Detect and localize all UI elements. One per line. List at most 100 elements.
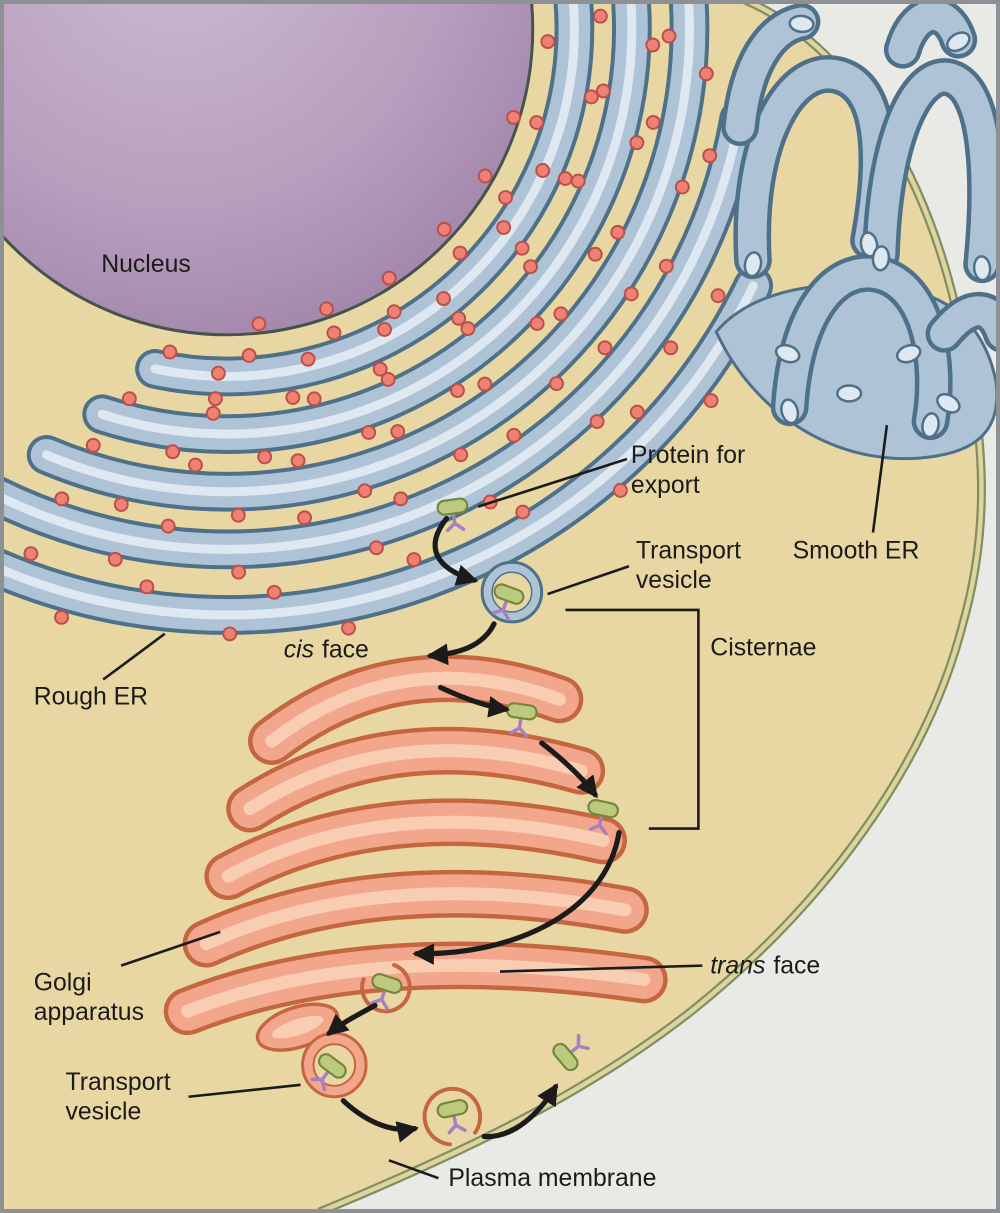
ribosome — [319, 301, 334, 317]
extracellular-region — [326, 4, 996, 1209]
rough-er-lumen — [97, 4, 637, 439]
label-plasma-membrane: Plasma membrane — [448, 1165, 656, 1192]
ribosome — [251, 316, 267, 332]
ribosome — [514, 240, 530, 256]
ribosome — [85, 437, 101, 453]
ribosome — [306, 391, 322, 407]
ribosome — [703, 393, 719, 409]
ribosome — [230, 507, 246, 523]
ribosome — [523, 259, 538, 275]
ribosome — [297, 510, 313, 526]
ribosome — [710, 288, 726, 304]
ribosome — [658, 258, 674, 274]
ribosome — [674, 179, 690, 195]
arrow-vesicle-to-membrane — [340, 1098, 419, 1143]
ribosome — [210, 365, 226, 381]
ribosome — [326, 325, 342, 341]
ribosome — [587, 246, 603, 262]
ribosome — [188, 457, 203, 473]
cisternae-bracket — [565, 608, 700, 830]
label-rough-er: Rough ER — [34, 683, 148, 710]
ribosome — [645, 37, 661, 53]
arrow-to-trans — [412, 829, 622, 965]
pointer-golgi — [120, 930, 221, 967]
ribosome — [595, 83, 611, 99]
ribosome — [553, 306, 569, 322]
ribosome — [515, 504, 531, 520]
rough-er-lumen — [4, 281, 758, 620]
label-transport-vesicle-top-1: Transport — [636, 537, 741, 564]
ribosome — [162, 344, 178, 360]
plasma-membrane — [317, 4, 986, 1209]
rough-er — [4, 4, 774, 635]
ribosome — [583, 89, 599, 105]
smooth-er — [714, 4, 996, 461]
label-transport-vesicle-bottom-2: vesicle — [66, 1099, 142, 1126]
ribosome — [139, 579, 155, 595]
ribosome — [380, 371, 396, 387]
pointer-protein-for-export — [477, 457, 628, 508]
ribosome — [452, 245, 468, 261]
ribosomes — [23, 8, 726, 642]
budding-vesicle — [360, 963, 412, 1014]
ribosome — [506, 427, 522, 443]
ribosome — [698, 66, 714, 82]
ribosome — [477, 376, 493, 392]
pointer-transport-vesicle-top — [547, 565, 630, 596]
ribosome — [377, 321, 392, 337]
label-smooth-er: Smooth ER — [793, 537, 920, 564]
label-protein-for-export-2: export — [631, 472, 700, 499]
arrow-er-to-vesicle — [432, 516, 479, 586]
ribosome — [663, 340, 679, 356]
ribosome — [592, 8, 608, 24]
ribosome — [529, 316, 545, 331]
ribosome — [406, 552, 422, 568]
label-transport-vesicle-top-2: vesicle — [636, 567, 712, 594]
arrow-vesicle-to-cis — [426, 621, 497, 666]
ribosome — [54, 609, 69, 625]
ribosome — [160, 518, 176, 534]
label-nucleus: Nucleus — [101, 251, 191, 278]
rough-er-lumen — [4, 114, 744, 554]
ribosome — [207, 391, 223, 407]
ribosome — [361, 425, 377, 440]
ribosome — [597, 340, 613, 356]
ribosome — [570, 173, 586, 189]
ribosome — [453, 447, 469, 463]
ribosome — [285, 390, 301, 405]
ribosome — [266, 584, 282, 600]
ribosome — [357, 483, 373, 499]
arrow-within-golgi-2 — [539, 740, 598, 799]
ribosome — [231, 564, 247, 580]
ribosome — [557, 171, 573, 186]
golgi-cisterna-lumen — [265, 671, 566, 748]
label-transport-vesicle-bottom-1: Transport — [66, 1069, 171, 1096]
ribosome — [623, 286, 639, 302]
label-golgi-2: apparatus — [34, 999, 144, 1026]
golgi-cisterna-lumen — [199, 887, 632, 951]
ribosome — [121, 391, 137, 407]
ribosome — [300, 351, 316, 367]
ribosome — [241, 348, 257, 363]
labels: Nucleus Protein for export Transport ves… — [34, 251, 920, 1192]
ribosome — [451, 310, 467, 326]
smooth-er-tubule — [930, 296, 996, 349]
ribosome — [381, 270, 397, 286]
golgi-apparatus — [163, 654, 668, 1052]
ribosome — [702, 148, 718, 164]
ribosome — [612, 482, 628, 498]
golgi-cisterna-lumen — [221, 815, 610, 883]
transport-arrows — [326, 516, 622, 1143]
ribosome — [341, 620, 356, 636]
ribosome — [529, 115, 545, 130]
ribosome — [661, 28, 677, 44]
ribosome — [290, 453, 306, 469]
ribosome — [629, 404, 645, 420]
ribosome — [460, 321, 476, 336]
pointer-smooth-er — [871, 425, 889, 533]
ribosome — [549, 376, 564, 392]
pointer-rough-er — [102, 632, 166, 681]
ribosome — [386, 304, 402, 320]
